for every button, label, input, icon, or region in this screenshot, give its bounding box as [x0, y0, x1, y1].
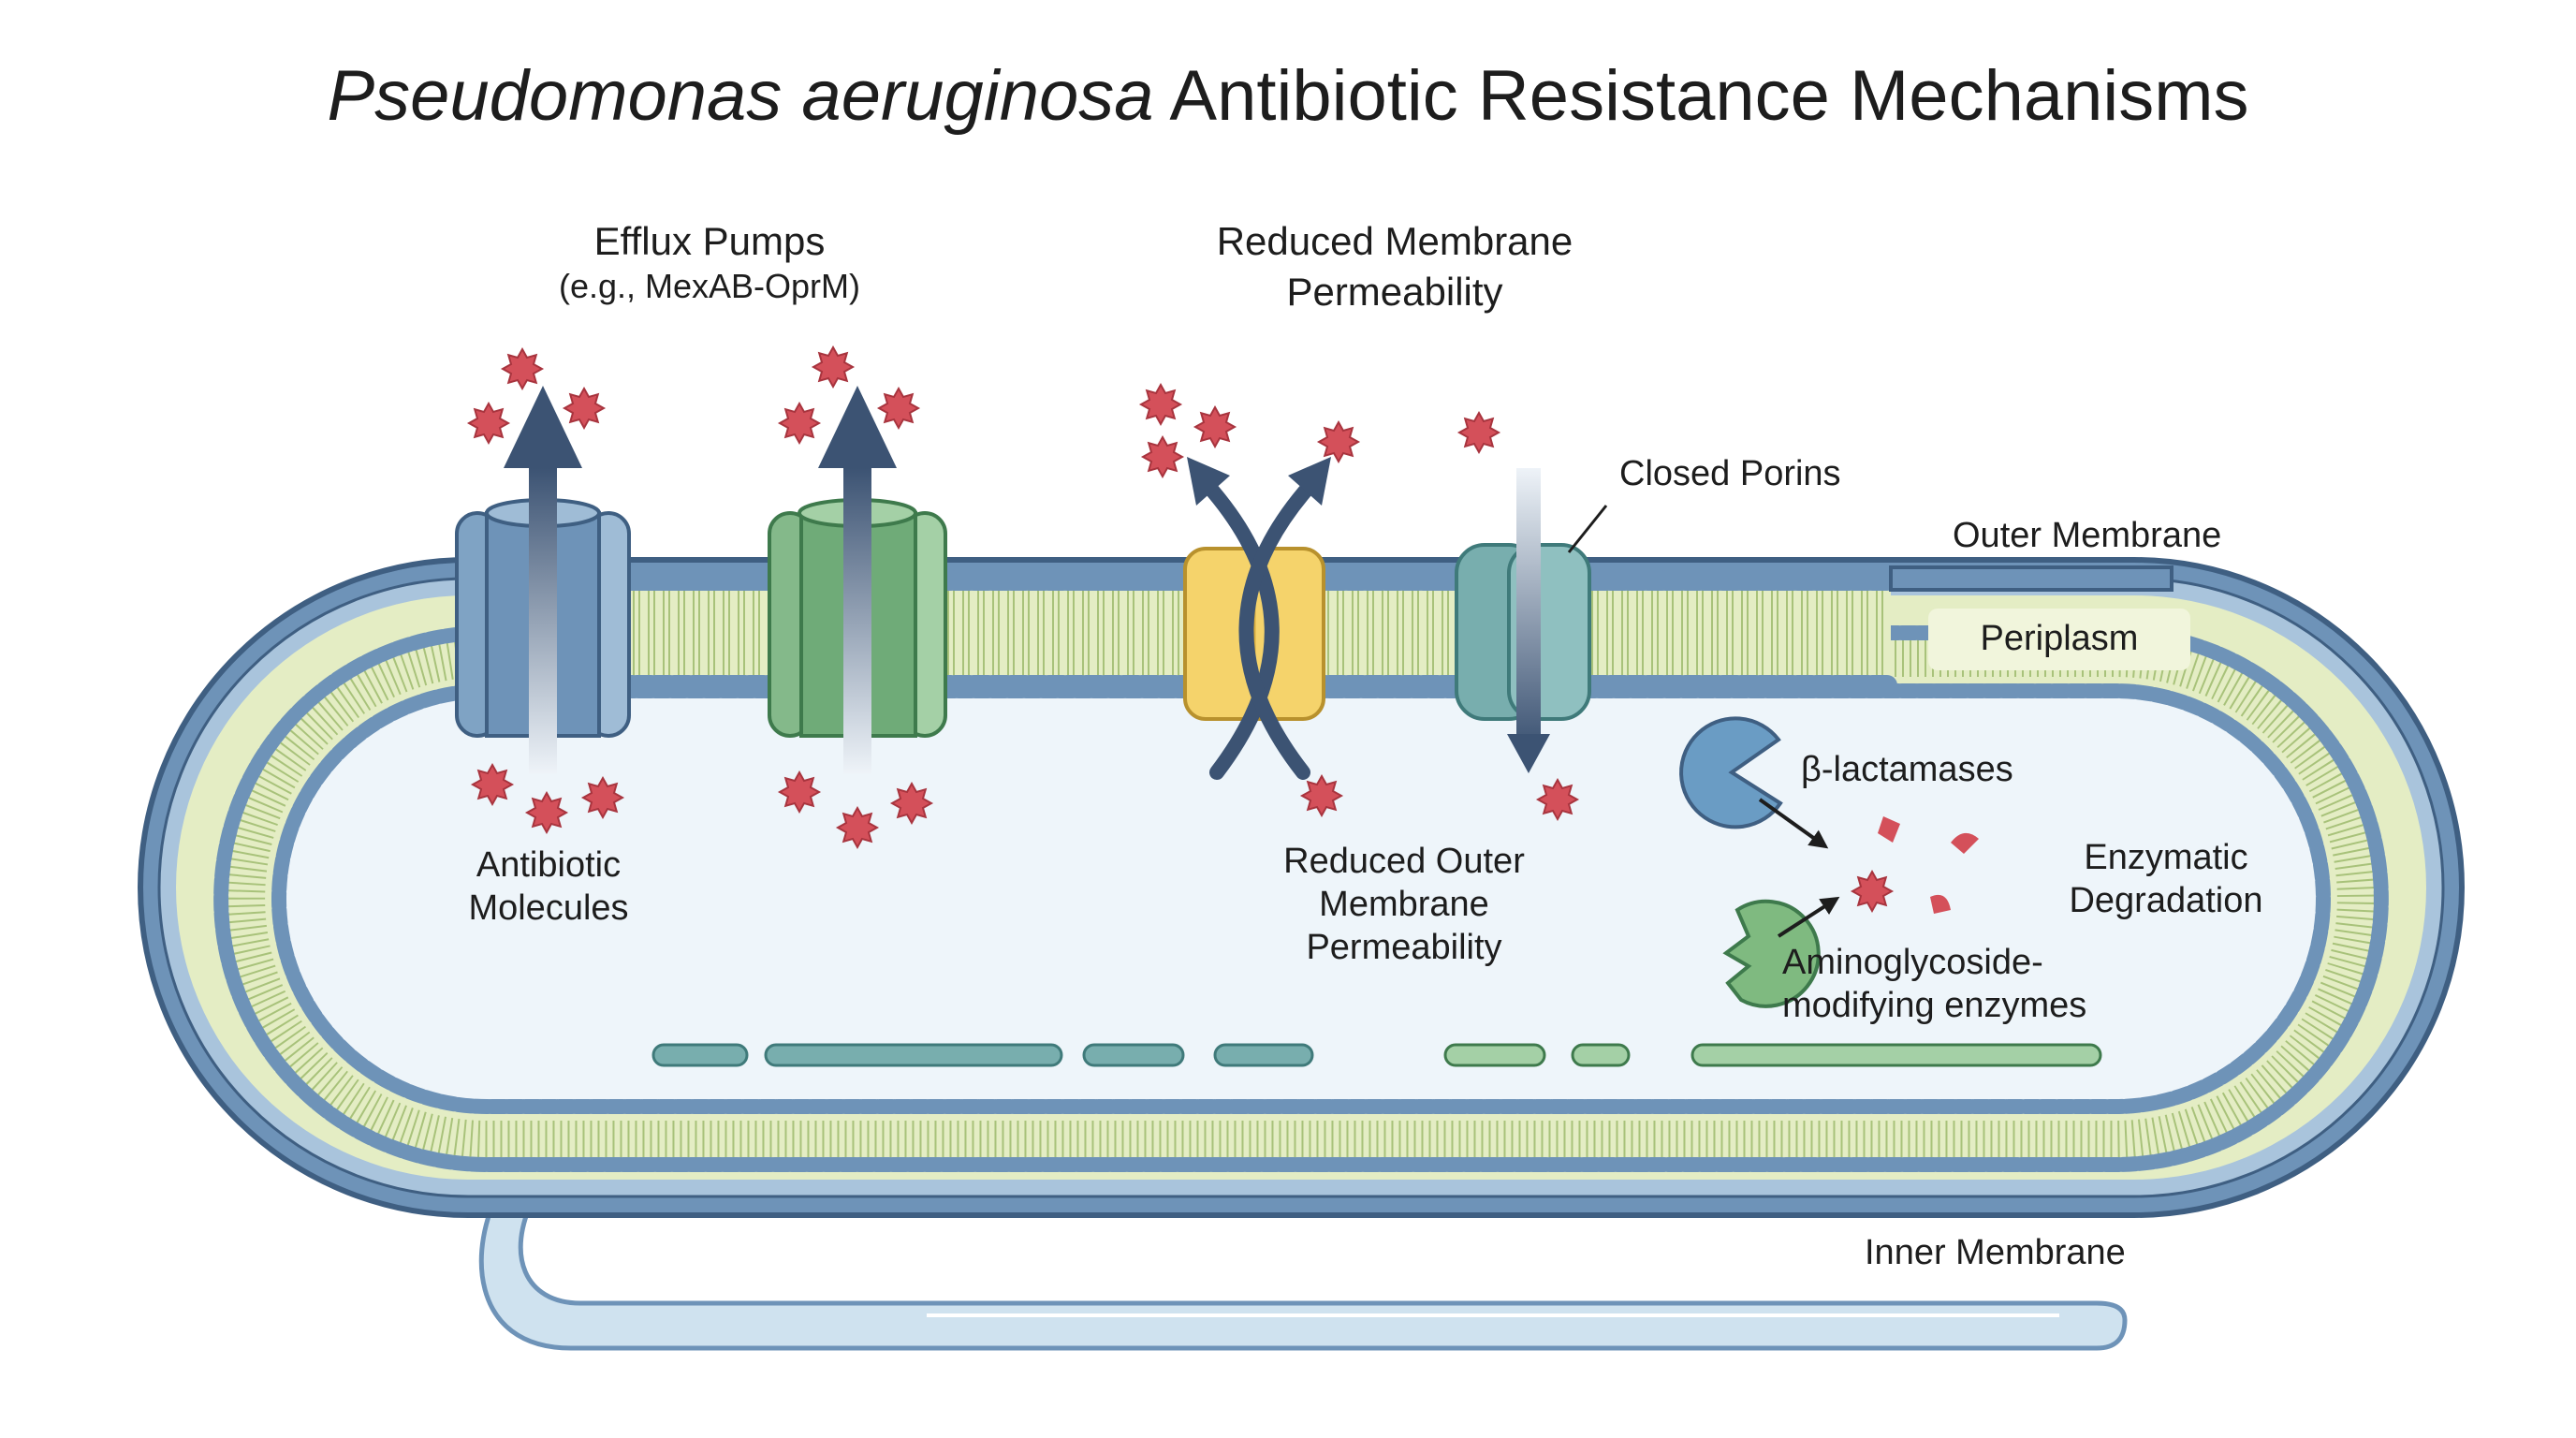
antibiotic-star-icon — [811, 345, 856, 389]
antibiotic-star-icon — [470, 762, 515, 807]
efflux-pump-green — [768, 386, 947, 773]
efflux-up-arrow-icon — [504, 386, 582, 468]
antibiotic-star-icon — [1140, 434, 1185, 479]
periplasm-label-box — [1928, 609, 2190, 670]
label-aminoglycoside-2: modifying enzymes — [1782, 986, 2086, 1025]
antibiotic-star-icon — [1316, 419, 1361, 464]
porin-teal-closed — [1455, 468, 1608, 773]
label-enzymatic-2: Degradation — [2069, 881, 2262, 920]
label-reduced-outer-1: Reduced Outer — [1283, 842, 1525, 881]
title-rest: Antibiotic Resistance Mechanisms — [1154, 56, 2249, 136]
label-outer-membrane: Outer Membrane — [1953, 516, 2221, 555]
antibiotic-star-icon — [1193, 404, 1237, 449]
antibiotic-molecules — [466, 345, 1895, 914]
label-reduced-outer-2: Membrane — [1319, 885, 1489, 924]
degraded-fragment — [1878, 816, 1900, 843]
label-antibiotic-2: Molecules — [468, 888, 628, 928]
label-reduced-perm-2: Permeability — [1286, 270, 1502, 314]
label-periplasm: Periplasm — [1981, 619, 2139, 658]
label-antibiotic-1: Antibiotic — [476, 845, 621, 885]
pacman-enzyme-icon — [1679, 716, 1783, 829]
antibiotic-star-icon — [524, 790, 569, 835]
pointer-arrow — [1758, 798, 1829, 849]
degraded-fragment — [1930, 894, 1951, 914]
antibiotic-star-icon — [835, 805, 880, 850]
label-efflux-title: Efflux Pumps — [594, 219, 826, 263]
genetic-elements — [651, 1043, 2102, 1067]
label-reduced-outer-3: Permeability — [1306, 928, 1501, 967]
antibiotic-star-icon — [1299, 773, 1344, 818]
page-title: Pseudomonas aeruginosa Antibiotic Resist… — [327, 56, 2248, 136]
label-enzymatic-1: Enzymatic — [2084, 838, 2247, 877]
antibiotic-star-icon — [1456, 410, 1501, 455]
labels: Efflux Pumps (e.g., MexAB-OprM) Reduced … — [468, 219, 2262, 1272]
flagellum — [478, 1186, 2128, 1351]
title-species: Pseudomonas aeruginosa — [327, 56, 1153, 136]
antibiotic-star-icon — [1138, 382, 1183, 427]
label-reduced-perm-1: Reduced Membrane — [1217, 219, 1573, 263]
label-aminoglycoside-1: Aminoglycoside- — [1782, 943, 2043, 982]
efflux-pump-blue — [455, 386, 631, 773]
porin-out-arrow-icon — [1187, 457, 1230, 506]
antibiotic-star-icon — [1850, 869, 1895, 914]
porin-yellow — [1183, 457, 1331, 780]
antibiotic-star-icon — [580, 775, 625, 820]
antibiotic-star-icon — [777, 770, 822, 814]
efflux-up-arrow-icon — [818, 386, 897, 468]
antibiotic-star-icon — [562, 386, 607, 431]
enzymes — [1679, 716, 1979, 1008]
notched-enzyme-icon — [1722, 899, 1821, 1008]
label-inner-membrane: Inner Membrane — [1865, 1233, 2126, 1272]
antibiotic-star-icon — [876, 386, 921, 431]
degraded-fragment — [1951, 832, 1979, 854]
antibiotic-star-icon — [466, 401, 511, 446]
label-closed-porins: Closed Porins — [1619, 454, 1841, 493]
porin-out-arrow-icon — [1288, 457, 1331, 506]
antibiotic-star-icon — [777, 401, 822, 446]
porin-down-arrow-icon — [1507, 734, 1550, 773]
antibiotic-star-icon — [500, 346, 545, 391]
label-beta-lactamases: β-lactamases — [1801, 750, 2013, 789]
label-efflux-subtitle: (e.g., MexAB-OprM) — [559, 267, 860, 305]
outer-membrane-bilayer — [458, 565, 2174, 696]
antibiotic-star-icon — [889, 781, 934, 826]
pointer-arrow — [1777, 896, 1840, 938]
antibiotic-star-icon — [1535, 777, 1580, 822]
